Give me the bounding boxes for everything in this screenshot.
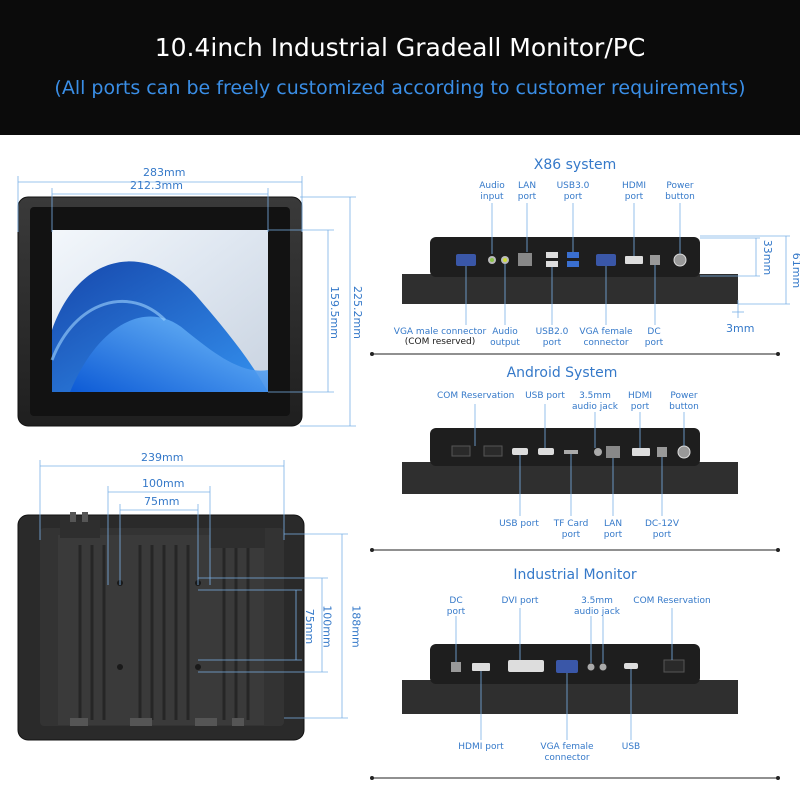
label-dc-port: DC port (644, 327, 664, 348)
label-vga-female: VGA female connector (579, 327, 633, 348)
dim-hole-100: 100mm (142, 477, 185, 490)
label-com-reservation: COM Reservation (633, 596, 711, 606)
label-audio-jack: 3.5mm audio jack (572, 391, 618, 412)
dim-hole-v100: 100mm (320, 605, 334, 648)
dim-screen-height: 159.5mm (327, 286, 341, 339)
label-vga-male: VGA male connector (393, 327, 487, 337)
dim-back-width: 239mm (141, 451, 184, 464)
dim-3mm: 3mm (726, 322, 755, 335)
industrial-section-title: Industrial Monitor (513, 567, 637, 583)
label-com-reserved: (COM reserved) (404, 337, 476, 347)
dim-screen-width: 212.3mm (130, 179, 183, 192)
label-usb-port-bottom: USB port (499, 519, 539, 529)
label-tf-card-port: TF Card port (553, 519, 589, 540)
label-hdmi-port: HDMI port (627, 391, 653, 412)
label-audio-jack: 3.5mm audio jack (574, 596, 620, 617)
dim-33mm: 33mm (761, 239, 775, 276)
dim-61mm: 61mm (790, 252, 800, 289)
label-dc12v-port: DC-12V port (644, 519, 680, 540)
label-usb30-port: USB3.0 port (556, 181, 590, 202)
label-usb-port: USB port (525, 391, 565, 401)
page-subtitle: (All ports can be freely customized acco… (54, 77, 746, 99)
label-dvi-port: DVI port (501, 596, 539, 606)
dim-hole-75: 75mm (144, 495, 180, 508)
dim-hole-v75: 75mm (303, 608, 317, 645)
page-title: 10.4inch Industrial Gradeall Monitor/PC (154, 33, 646, 62)
back-monitor (17, 512, 305, 741)
label-power-button: Power button (669, 391, 699, 412)
label-audio-input: Audio input (479, 181, 505, 202)
x86-port-panel (402, 237, 738, 304)
label-hdmi-port: HDMI port (458, 742, 504, 752)
label-lan-port: LAN port (603, 519, 623, 540)
x86-section-title: X86 system (533, 157, 617, 173)
header-banner: 10.4inch Industrial Gradeall Monitor/PC … (0, 0, 800, 135)
label-dc-port: DC port (446, 596, 466, 617)
label-audio-output: Audio output (490, 327, 520, 348)
label-hdmi-port: HDMI port (621, 181, 647, 202)
label-vga-female: VGA female connector (540, 742, 594, 763)
label-power-button: Power button (665, 181, 695, 202)
label-lan-port: LAN port (517, 181, 537, 202)
label-com-reservation: COM Reservation (437, 391, 515, 401)
dim-outer-width: 283mm (143, 166, 186, 179)
label-usb20-port: USB2.0 port (535, 327, 569, 348)
label-usb: USB (621, 742, 641, 752)
dim-outer-height: 225.2mm (350, 286, 364, 339)
android-section-title: Android System (506, 365, 618, 381)
dim-back-height: 188mm (349, 605, 363, 648)
front-monitor (17, 196, 303, 427)
android-port-panel (402, 428, 738, 494)
industrial-port-panel (402, 644, 738, 714)
